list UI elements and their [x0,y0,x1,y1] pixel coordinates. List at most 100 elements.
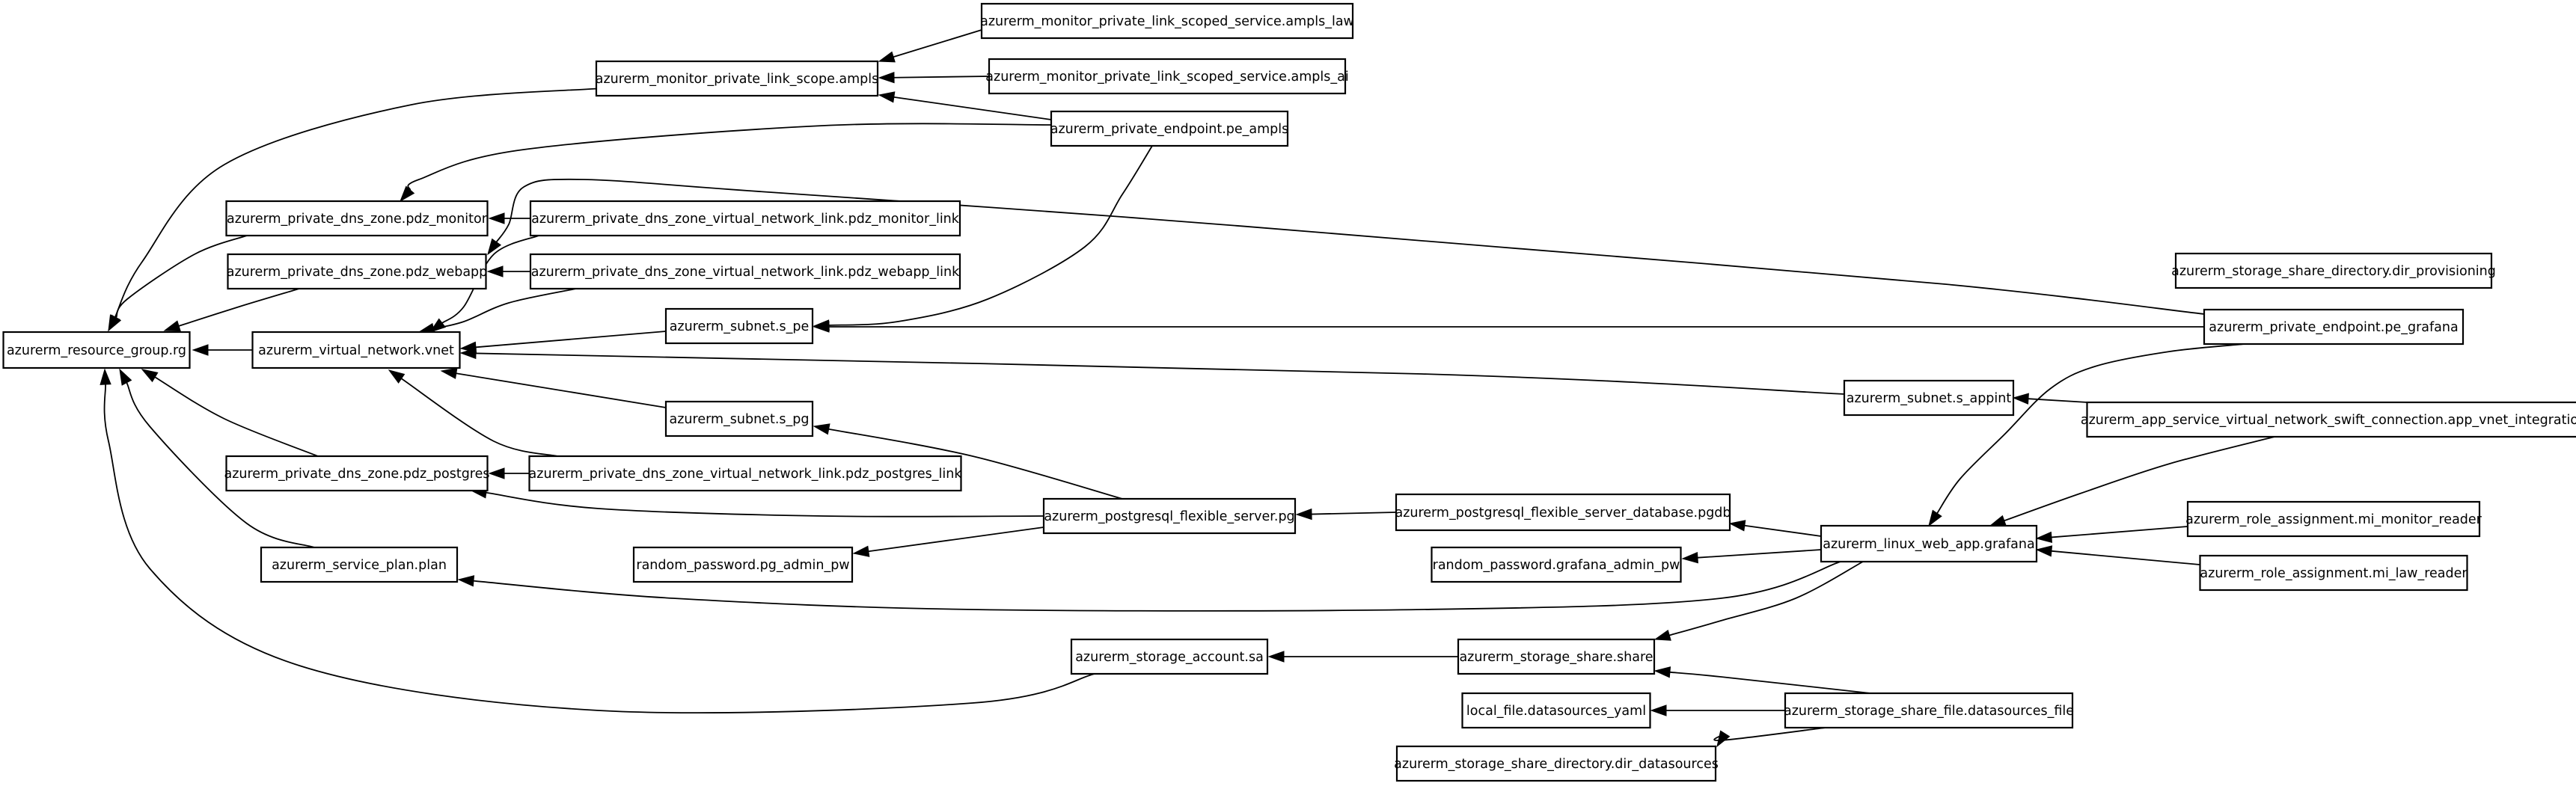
node-label: azurerm_private_endpoint.pe_grafana [2209,320,2458,335]
edge-s_pe-to-vnet [459,331,667,353]
edge-vnl_postgres-to-pdz_postgres [488,467,529,479]
node-rg[interactable]: azurerm_resource_group.rg [2,331,191,369]
edge-line [2051,526,2188,538]
node-s_pg[interactable]: azurerm_subnet.s_pg [664,400,814,437]
node-s_pe[interactable]: azurerm_subnet.s_pe [664,307,814,345]
arrowhead-icon [813,321,830,333]
node-mi_monitor[interactable]: azurerm_role_assignment.mi_monitor_reade… [2185,500,2482,538]
edge-grafana-to-plan [457,561,1841,612]
node-box [1050,110,1289,147]
node-label: azurerm_postgresql_flexible_server_datab… [1395,506,1731,521]
node-pg[interactable]: azurerm_postgresql_flexible_server.pg [1042,497,1297,535]
edge-line [868,526,1044,553]
edge-pgdb-to-pg [1295,508,1397,521]
edge-line [828,428,1123,500]
edge-mi_monitor-to-grafana [2035,526,2188,544]
edge-line [1669,671,1871,694]
arrowhead-icon [2012,393,2029,405]
edge-pdz_postgres-to-rg [141,369,319,457]
node-pdz_postgres[interactable]: azurerm_private_dns_zone.pdz_postgres [224,455,490,492]
node-vnet[interactable]: azurerm_virtual_network.vnet [251,331,461,369]
arrowhead-icon [878,72,895,84]
edge-line [1668,561,1864,636]
edge-line [433,288,577,330]
node-vnl_postgres[interactable]: azurerm_private_dns_zone_virtual_network… [528,455,963,492]
edge-line [475,331,667,349]
node-vnl_monitor[interactable]: azurerm_private_dns_zone_virtual_network… [529,200,961,237]
node-pdz_webapp[interactable]: azurerm_private_dns_zone.pdz_webapp [227,253,488,290]
node-sa[interactable]: azurerm_storage_account.sa [1070,638,1269,675]
edge-line [2051,550,2200,565]
node-local_file[interactable]: local_file.datasources_yaml [1461,692,1651,729]
arrowhead-icon [400,185,415,203]
node-share[interactable]: azurerm_storage_share.share [1457,638,1656,675]
edge-line [126,382,315,548]
node-ampls_ai[interactable]: azurerm_monitor_private_link_scoped_serv… [985,58,1349,95]
edge-pg-to-pdz_postgres [470,487,1044,518]
node-label: random_password.grafana_admin_pw [1433,558,1680,573]
node-box [528,455,962,492]
node-box [260,546,459,583]
edge-line [893,76,990,79]
node-pg_pw[interactable]: random_password.pg_admin_pw [632,546,854,583]
node-share_file[interactable]: azurerm_storage_share_file.datasources_f… [1784,692,2074,729]
arrowhead-icon [1989,515,2007,526]
arrowhead-icon [878,51,896,63]
node-pe_grafana[interactable]: azurerm_private_endpoint.pe_grafana [2203,308,2465,346]
edge-vnl_postgres-to-vnet [388,369,558,457]
node-box [1820,524,2038,563]
node-box [1431,546,1682,583]
node-ampls_law[interactable]: azurerm_monitor_private_link_scoped_serv… [980,2,1354,40]
edge-grafana-to-share [1653,561,1864,641]
node-box [2086,401,2576,438]
node-pdz_monitor[interactable]: azurerm_private_dns_zone.pdz_monitor [225,200,489,237]
edge-line [475,352,1845,395]
node-box [988,58,1347,95]
node-grafana[interactable]: azurerm_linux_web_app.grafana [1820,524,2038,563]
node-label: azurerm_storage_share_file.datasources_f… [1784,704,2074,719]
node-ampls[interactable]: azurerm_monitor_private_link_scope.ampls [596,60,879,97]
edge-line [407,123,1052,191]
arrowhead-icon [1267,651,1285,663]
node-label: azurerm_storage_share_directory.dir_data… [1394,757,1719,772]
arrowhead-icon [2035,545,2053,557]
node-label: azurerm_subnet.s_pg [670,412,810,427]
node-label: azurerm_private_dns_zone_virtual_network… [531,265,960,280]
node-plan[interactable]: azurerm_service_plan.plan [260,546,459,583]
node-pgdb[interactable]: azurerm_postgresql_flexible_server_datab… [1395,493,1731,532]
node-mi_law[interactable]: azurerm_role_assignment.mi_law_reader [2199,554,2468,592]
edge-line [1697,549,1822,559]
edge-line [1713,727,1826,741]
node-box [632,546,854,583]
edge-pe_ampls-to-pdz_monitor [400,123,1052,203]
node-s_appint[interactable]: azurerm_subnet.s_appint [1843,379,2015,417]
node-dir_prov[interactable]: azurerm_storage_share_directory.dir_prov… [2171,252,2496,289]
node-label: azurerm_private_dns_zone_virtual_network… [529,467,963,482]
edge-line [828,145,1153,326]
arrowhead-icon [1653,629,1671,641]
node-label: azurerm_monitor_private_link_scoped_serv… [985,70,1348,85]
arrowhead-icon [1928,509,1942,527]
node-grafana_pw[interactable]: random_password.grafana_admin_pw [1431,546,1682,583]
node-box [2186,500,2481,538]
edge-share_file-to-dir_ds [1713,727,1826,748]
node-box [529,253,961,290]
node-dir_ds[interactable]: azurerm_storage_share_directory.dir_data… [1394,745,1719,782]
node-box [227,253,487,290]
edges-layer [100,29,2275,748]
arrowhead-icon [486,265,504,277]
node-label: azurerm_role_assignment.mi_law_reader [2200,566,2468,581]
node-vnl_webapp[interactable]: azurerm_private_dns_zone_virtual_network… [529,253,961,290]
node-swift[interactable]: azurerm_app_service_virtual_network_swif… [2081,401,2576,438]
node-box [1042,497,1297,535]
node-pe_ampls[interactable]: azurerm_private_endpoint.pe_ampls [1050,110,1289,147]
edge-line [1311,512,1397,515]
node-box [1395,745,1717,782]
edge-grafana-to-grafana_pw [1681,549,1822,564]
edge-ampls-to-rg [108,87,603,332]
arrowhead-icon [878,91,896,103]
arrowhead-icon [1295,508,1312,521]
node-label: azurerm_linux_web_app.grafana [1823,537,2034,552]
edge-vnl_monitor-to-pdz_monitor [488,212,530,224]
